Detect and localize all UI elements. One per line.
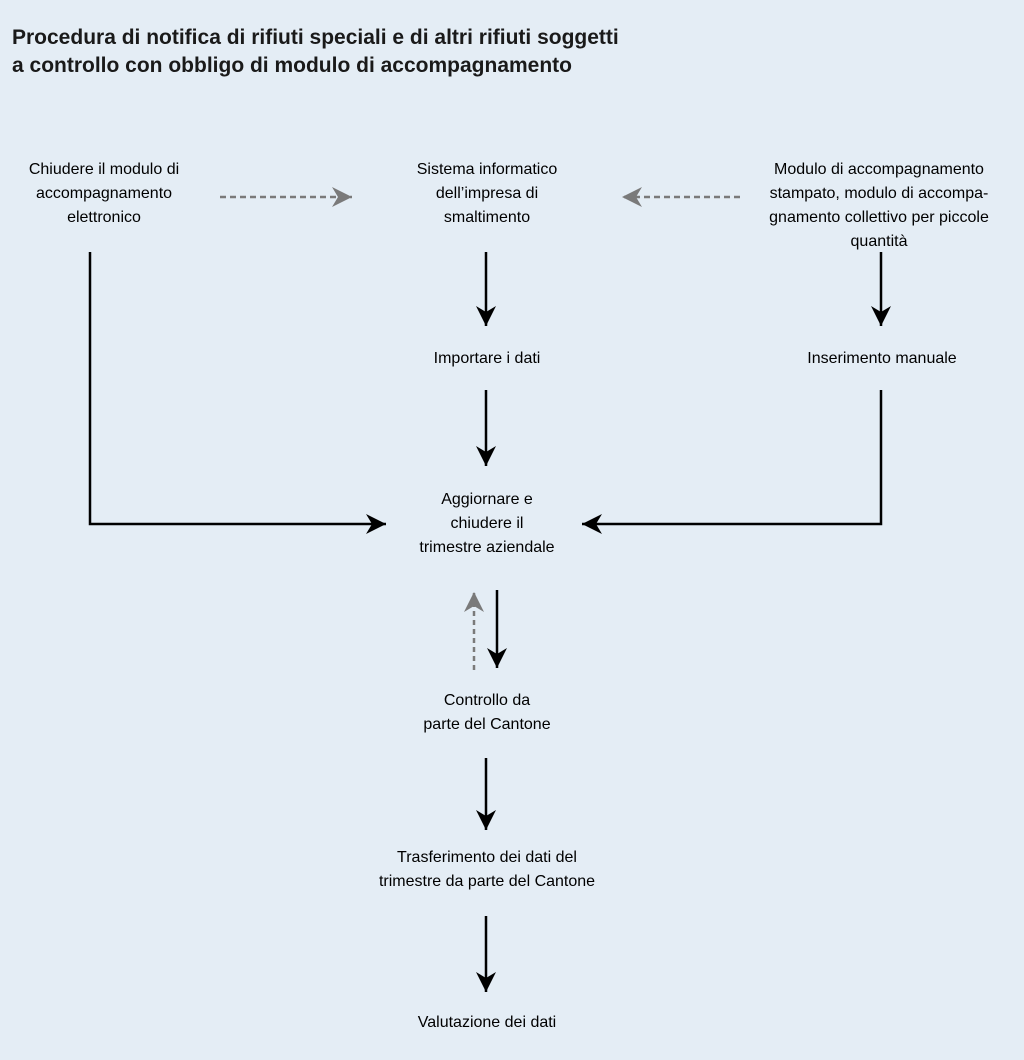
node-evaluation: Valutazione dei dati — [417, 1014, 557, 1031]
node-import-data: Importare i dati — [433, 350, 541, 367]
node-disposal-system: Sistema informatico dell’impresa di smal… — [416, 161, 558, 226]
node-transfer-data: Trasferimento dei dati del trimestre da … — [378, 849, 596, 890]
node-update-quarter: Aggiornare e chiudere il trimestre azien… — [419, 491, 555, 556]
node-electronic-form: Chiudere il modulo di accompagnamento el… — [28, 161, 180, 226]
page-title: Procedura di notifica di rifiuti special… — [12, 24, 772, 80]
title-line-1: Procedura di notifica di rifiuti special… — [12, 26, 619, 49]
node-manual-entry: Inserimento manuale — [807, 350, 957, 367]
node-printed-form: Modulo di accompagnamento stampato, modu… — [769, 161, 989, 250]
arrow-electronic-to-update — [88, 252, 386, 534]
node-canton-check: Controllo da parte del Cantone — [423, 692, 551, 733]
title-line-2: a controllo con obbligo di modulo di acc… — [12, 54, 573, 77]
arrow-manual-to-update — [582, 390, 883, 534]
